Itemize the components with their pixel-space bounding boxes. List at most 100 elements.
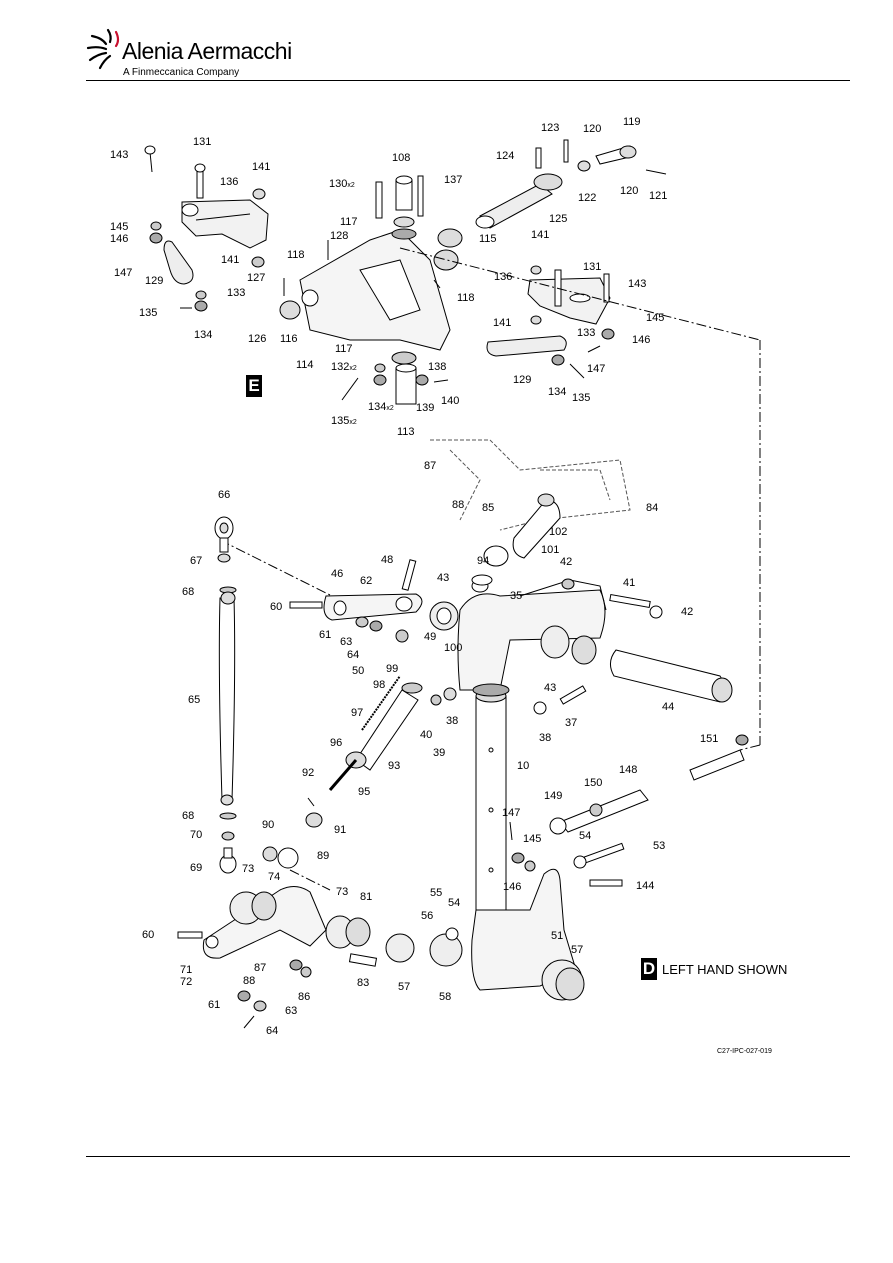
callout-97: 97 [351, 707, 364, 719]
callout-134: 134x2 [368, 401, 394, 413]
callout-136: 136 [494, 271, 513, 283]
callout-140: 140 [441, 395, 460, 407]
callout-53: 53 [653, 840, 666, 852]
callout-86: 86 [298, 991, 311, 1003]
callout-146: 146 [632, 334, 651, 346]
callout-93: 93 [388, 760, 401, 772]
callout-146: 146 [503, 881, 522, 893]
callout-143: 143 [110, 149, 129, 161]
view-d-note: LEFT HAND SHOWN [662, 962, 788, 977]
callout-118: 118 [457, 292, 475, 304]
callout-144: 144 [636, 880, 655, 892]
callout-129: 129 [145, 275, 164, 287]
callout-121: 121 [649, 190, 668, 202]
callout-68: 68 [182, 810, 195, 822]
callout-69: 69 [190, 862, 203, 874]
callout-84: 84 [646, 502, 659, 514]
callout-42: 42 [560, 556, 573, 568]
callout-100: 100 [444, 642, 463, 654]
callout-74: 74 [268, 871, 281, 883]
callout-41: 41 [623, 577, 636, 589]
callout-54: 54 [579, 830, 592, 842]
callout-141: 141 [221, 254, 240, 266]
callout-60: 60 [142, 929, 155, 941]
control-rod-upper-assembly [433, 139, 667, 271]
callout-98: 98 [373, 679, 386, 691]
callout-117: 117 [340, 216, 358, 228]
callout-141: 141 [531, 229, 550, 241]
callout-39: 39 [433, 747, 446, 759]
callout-126: 126 [248, 333, 267, 345]
callout-64: 64 [347, 649, 360, 661]
callout-138: 138 [428, 361, 447, 373]
callout-141: 141 [252, 161, 271, 173]
exploded-parts-drawing [144, 139, 761, 1029]
callout-65: 65 [188, 694, 201, 706]
callout-72: 72 [180, 976, 193, 988]
callout-147: 147 [502, 807, 521, 819]
callout-62: 62 [360, 575, 373, 587]
callout-48: 48 [381, 554, 394, 566]
callout-10: 10 [517, 760, 530, 772]
linkage-rod-65 [214, 516, 237, 874]
callout-145: 145 [110, 221, 129, 233]
callout-91: 91 [334, 824, 347, 836]
callout-42: 42 [681, 606, 694, 618]
callout-139: 139 [416, 402, 435, 414]
callout-130: 130x2 [329, 178, 355, 190]
callout-115: 115 [479, 233, 497, 245]
callout-125: 125 [549, 213, 568, 225]
view-e-marker: E [246, 375, 262, 397]
callout-108: 108 [392, 152, 411, 164]
callout-70: 70 [190, 829, 203, 841]
callout-85: 85 [482, 502, 495, 514]
company-name: Alenia Aermacchi [122, 38, 292, 64]
lower-support-assembly [385, 734, 749, 1001]
callout-40: 40 [420, 729, 433, 741]
callout-113: 113 [397, 426, 415, 438]
callout-71: 71 [180, 964, 193, 976]
callout-67: 67 [190, 555, 203, 567]
callout-149: 149 [544, 790, 563, 802]
callout-136: 136 [220, 176, 239, 188]
callout-95: 95 [358, 786, 371, 798]
callout-89: 89 [317, 850, 330, 862]
main-tube-assembly [401, 493, 733, 917]
callout-146: 146 [110, 233, 129, 245]
callout-145: 145 [523, 833, 542, 845]
callout-102: 102 [549, 526, 568, 538]
callout-60: 60 [270, 601, 283, 613]
header-rule [86, 80, 850, 81]
callout-135: 135 [139, 307, 158, 319]
callout-94: 94 [477, 555, 490, 567]
callout-137: 137 [444, 174, 463, 186]
callout-63: 63 [340, 636, 353, 648]
callout-88: 88 [243, 975, 256, 987]
footer-rule [86, 1156, 850, 1157]
spring-rod-assembly [262, 675, 419, 869]
callout-134: 134 [548, 386, 567, 398]
callout-49: 49 [424, 631, 437, 643]
bellcrank-right-assembly [486, 265, 615, 379]
callout-118: 118 [287, 249, 305, 261]
view-d-marker: D [641, 958, 657, 980]
callout-120: 120 [620, 185, 639, 197]
callout-145: 145 [646, 312, 665, 324]
bellcrank-left-assembly [144, 145, 269, 312]
callout-73: 73 [242, 863, 255, 875]
callout-81: 81 [360, 891, 373, 903]
callout-87: 87 [254, 962, 267, 974]
callout-135: 135x2 [331, 415, 357, 427]
callout-133: 133 [577, 327, 596, 339]
callout-83: 83 [357, 977, 370, 989]
callout-134: 134 [194, 329, 213, 341]
callout-131: 131 [193, 136, 212, 148]
callout-87: 87 [424, 460, 437, 472]
callout-66: 66 [218, 489, 231, 501]
bellcrank-46-assembly [289, 559, 489, 643]
callout-68: 68 [182, 586, 195, 598]
callout-43: 43 [437, 572, 450, 584]
callout-114: 114 [296, 359, 314, 371]
callout-38: 38 [446, 715, 459, 727]
callout-122: 122 [578, 192, 597, 204]
